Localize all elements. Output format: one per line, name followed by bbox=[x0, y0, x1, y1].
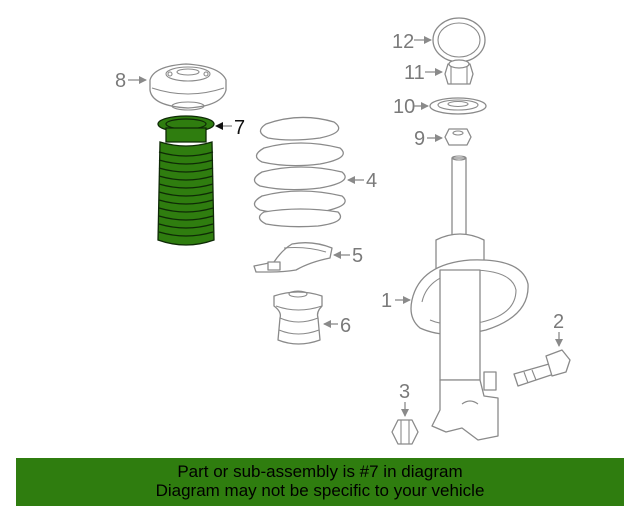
callout-2: 2 bbox=[553, 311, 564, 333]
callout-5: 5 bbox=[352, 245, 363, 267]
callout-3: 3 bbox=[399, 381, 410, 403]
part-2-bolt[interactable] bbox=[513, 349, 571, 387]
part-1-strut-assembly[interactable] bbox=[410, 155, 529, 441]
callout-10: 10 bbox=[393, 96, 415, 118]
callout-8: 8 bbox=[115, 70, 126, 92]
callout-1: 1 bbox=[381, 290, 392, 312]
callout-6: 6 bbox=[340, 315, 351, 337]
part-9-nut[interactable] bbox=[444, 128, 472, 146]
callout-7: 7 bbox=[234, 117, 245, 139]
part-8-strut-mount[interactable] bbox=[149, 63, 227, 111]
part-10-bearing[interactable] bbox=[429, 97, 487, 115]
callout-4: 4 bbox=[366, 170, 377, 192]
part-7-dust-boot[interactable] bbox=[157, 115, 215, 246]
part-12-cap[interactable] bbox=[432, 17, 486, 63]
notice-line-1: Part or sub-assembly is #7 in diagram bbox=[177, 462, 463, 481]
callout-11: 11 bbox=[404, 62, 425, 84]
notice-line-2: Diagram may not be specific to your vehi… bbox=[155, 481, 485, 500]
callout-9: 9 bbox=[414, 128, 425, 150]
part-11-nut[interactable] bbox=[444, 59, 474, 85]
part-5-spring-isolator[interactable] bbox=[253, 242, 333, 273]
callout-12: 12 bbox=[392, 31, 414, 53]
part-4-coil-spring[interactable] bbox=[253, 116, 346, 228]
part-6-bump-stop[interactable] bbox=[273, 290, 323, 345]
part-3-nut[interactable] bbox=[391, 419, 419, 445]
notice-banner: Part or sub-assembly is #7 in diagram Di… bbox=[16, 458, 624, 506]
